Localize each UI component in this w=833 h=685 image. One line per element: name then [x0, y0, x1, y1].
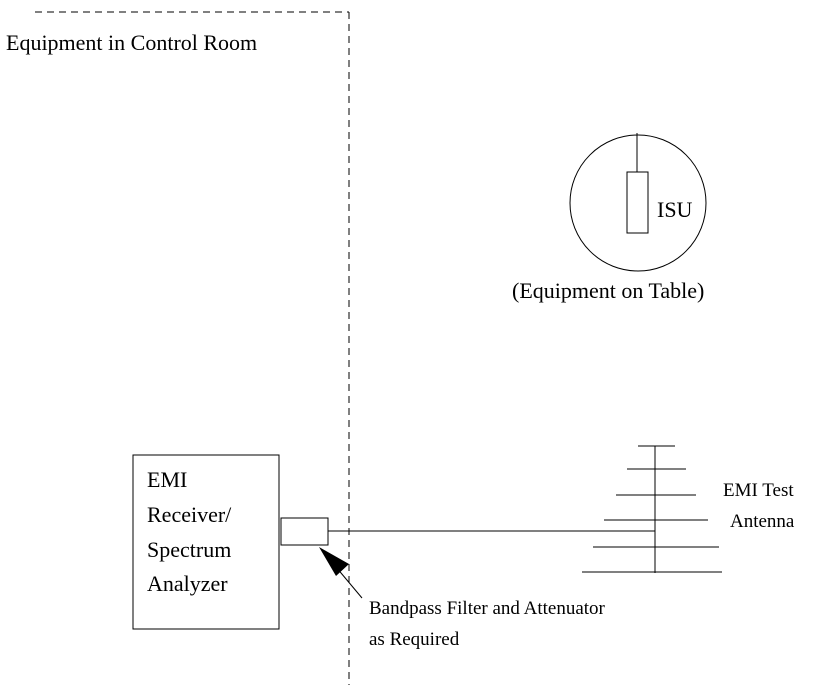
filter-label-line2: as Required [369, 629, 460, 650]
receiver-label-line3: Spectrum [147, 537, 231, 562]
filter-label-line1: Bandpass Filter and Attenuator [369, 598, 606, 619]
equipment-on-table-label: (Equipment on Table) [512, 278, 704, 303]
receiver-label-line2: Receiver/ [147, 502, 232, 527]
receiver-label-line4: Analyzer [147, 571, 228, 596]
equipment-table-circle [569, 134, 707, 272]
receiver-label-line1: EMI [147, 467, 187, 492]
isu-equipment-group: ISU [569, 133, 707, 272]
isu-label: ISU [657, 197, 693, 222]
emi-receiver-box [132, 454, 280, 630]
control-room-label: Equipment in Control Room [6, 30, 257, 55]
antenna-label-line1: EMI Test [723, 480, 794, 501]
filter-pointer-arrow [319, 547, 363, 599]
isu-device [626, 171, 649, 234]
emi-test-antenna [582, 445, 722, 573]
filter-pointer-arrowhead [319, 547, 349, 576]
control-room-boundary [35, 11, 350, 685]
bandpass-filter-box [280, 517, 329, 546]
filter-pointer-arrow-shaft [335, 566, 363, 599]
antenna-label-line2: Antenna [730, 511, 795, 532]
